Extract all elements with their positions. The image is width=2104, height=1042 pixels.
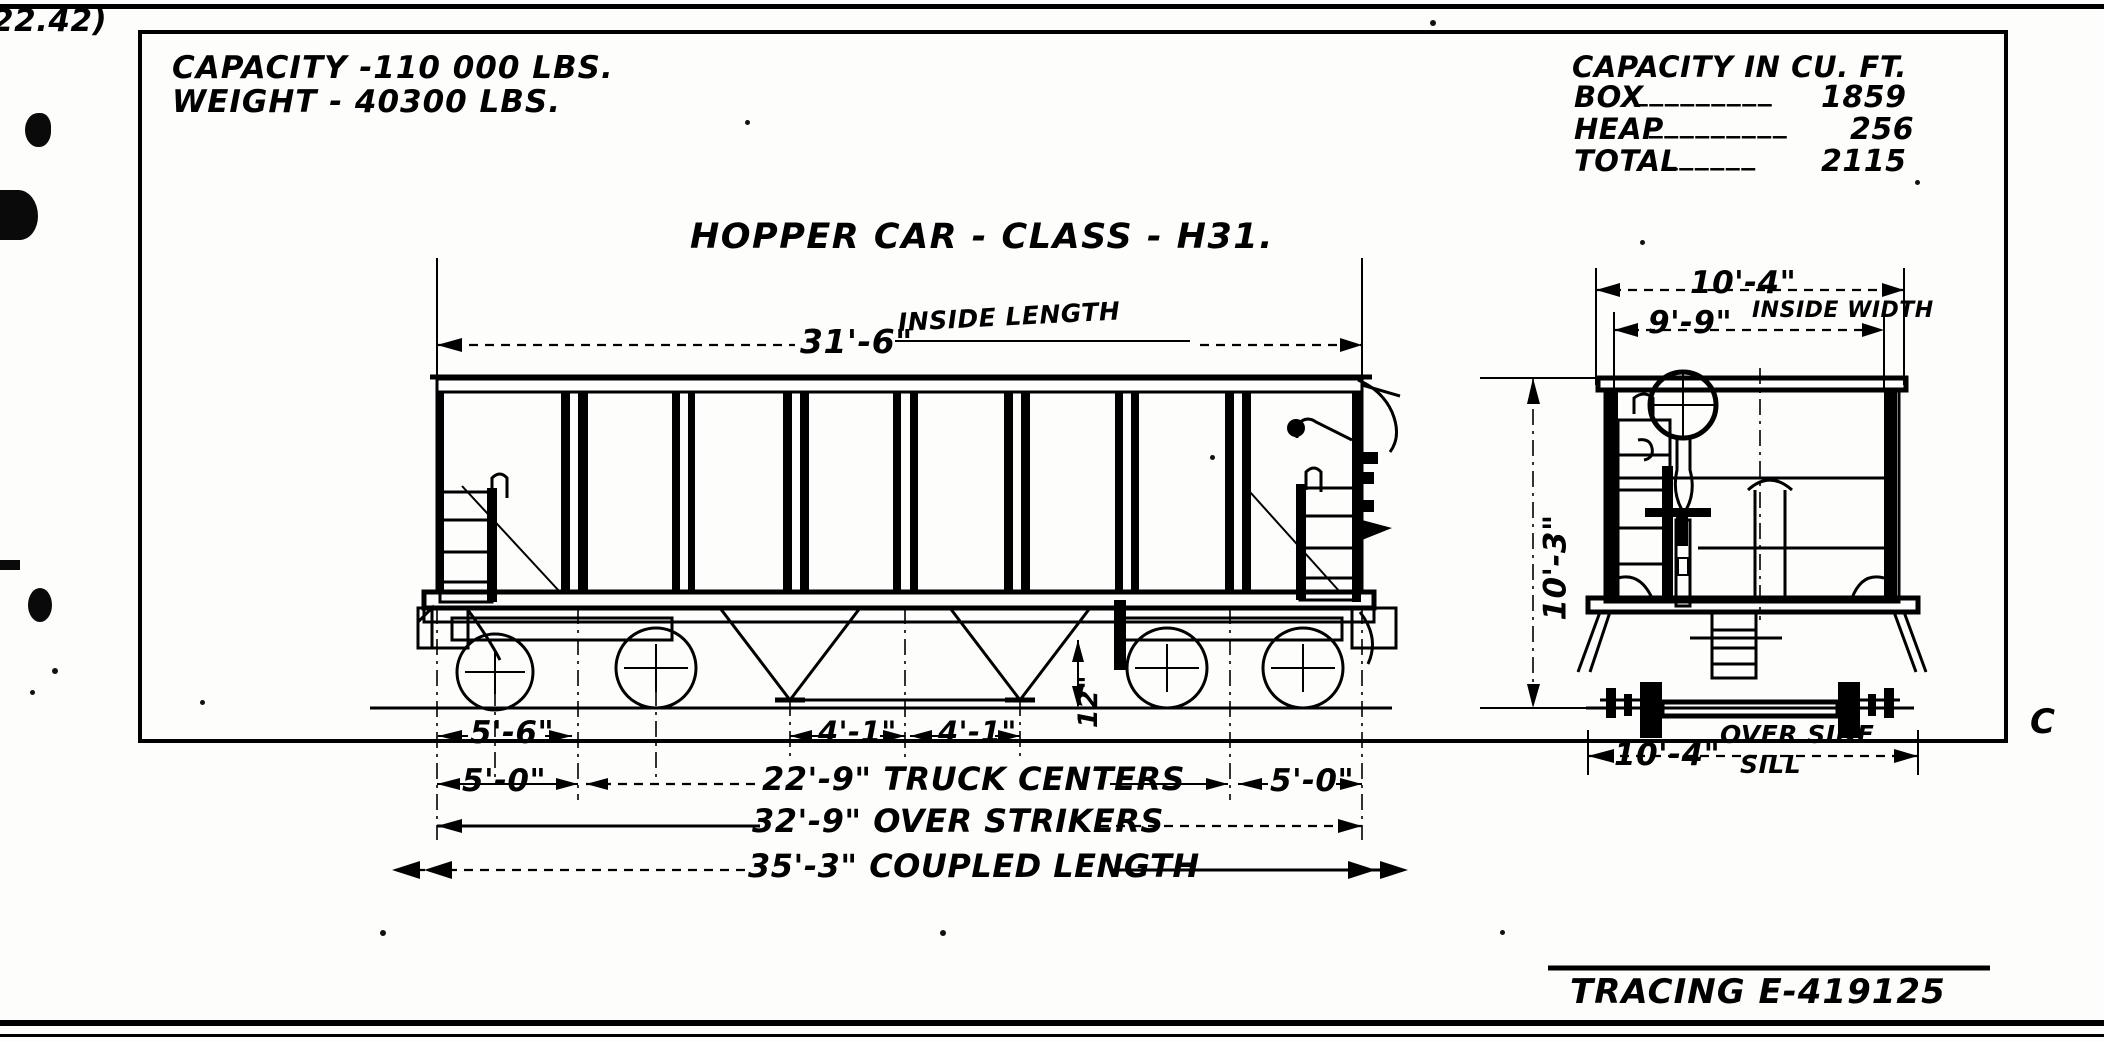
capacity-row-box-label: BOX — [1574, 80, 1644, 114]
scan-artifact-4 — [0, 560, 20, 570]
scan-speck-1 — [52, 668, 58, 674]
dim-coupled-length — [392, 861, 1408, 879]
scan-artifact-3 — [28, 588, 52, 622]
page-bottom-rule-2 — [0, 1034, 2104, 1037]
dim-over-side-sill-note-1: OVER SIDE — [1720, 720, 1875, 749]
scan-speck-4 — [745, 120, 750, 125]
scan-speck-11 — [1210, 455, 1215, 460]
capacity-row-total-leader: ______ — [1664, 140, 1757, 171]
drawing-title: HOPPER CAR - CLASS - H31. — [690, 217, 1274, 257]
dim-end-over-width-value: 10'-4" — [1690, 265, 1797, 301]
dim-end-inside-width-value: 9'-9" — [1648, 305, 1733, 341]
scan-artifact-2 — [0, 190, 38, 240]
scan-speck-9 — [200, 700, 205, 705]
dim-overhang-right-value: 5'-0" — [1270, 763, 1355, 799]
dim-axle-spacing-value: 5'-6" — [470, 715, 555, 751]
scan-speck-8 — [1500, 930, 1505, 935]
left-end-ladder — [438, 472, 509, 604]
scan-speck-3 — [1430, 20, 1436, 26]
dim-over-side-sill-note-2: SILL — [1740, 750, 1802, 779]
dim-over-strikers-label: 32'-9" OVER STRIKERS — [752, 802, 1164, 840]
dim-axle-spacing — [438, 730, 572, 742]
dim-hopper-slopes — [790, 730, 1020, 742]
dim-hopper-slope-right-value: 4'-1" — [938, 715, 1017, 749]
dim-over-side-sill-value: 10'-4" — [1614, 737, 1721, 773]
page-top-rule — [0, 4, 2104, 9]
dim-truck-centers-label: 22'-9" TRUCK CENTERS — [762, 760, 1186, 798]
end-ladder — [1616, 392, 1673, 600]
side-stakes — [437, 392, 1361, 592]
dimension-extension-lines — [436, 608, 1363, 840]
capacity-row-box-leader: _________ — [1634, 76, 1774, 107]
scan-speck-10 — [1640, 240, 1645, 245]
right-end-ladder — [1296, 430, 1361, 602]
end-elevation-view — [1480, 268, 1928, 775]
dim-hopper-clearance — [1072, 640, 1084, 708]
page-bottom-rule — [0, 1020, 2104, 1026]
dim-truck-centers-chain — [437, 778, 1362, 790]
scan-speck-5 — [1915, 180, 1920, 185]
scan-speck-2 — [30, 690, 35, 695]
dim-coupled-length-label: 35'-3" COUPLED LENGTH — [748, 847, 1200, 885]
capacity-table-heading: CAPACITY IN CU. FT. — [1572, 50, 1908, 84]
dim-hopper-slope-left-value: 4'-1" — [818, 715, 897, 749]
scan-speck-6 — [380, 930, 386, 936]
capacity-row-total-value: 2115 — [1821, 144, 1907, 179]
capacity-row-total-label: TOTAL — [1574, 144, 1680, 178]
capacity-row-heap-leader: _________ — [1649, 108, 1789, 139]
margin-note: 22.42) — [0, 3, 108, 39]
dim-over-strikers — [437, 819, 1362, 833]
sheet-letter: C — [2030, 702, 2056, 742]
scan-speck-7 — [940, 930, 946, 936]
brake-gear — [1287, 378, 1401, 540]
capacity-row-heap-label: HEAP — [1574, 112, 1664, 146]
dim-inside-length-value: 31'-6" — [800, 322, 913, 361]
capacity-row-heap-value: 256 — [1850, 112, 1915, 147]
dim-end-inside-width-note-1: INSIDE WIDTH — [1752, 298, 1934, 323]
capacity-row-box-value: 1859 — [1821, 80, 1907, 115]
scan-artifact-1 — [25, 113, 51, 147]
side-elevation-view — [370, 258, 1408, 879]
dim-overhang-left-value: 5'-0" — [462, 763, 547, 799]
drawing-border — [138, 30, 2008, 743]
end-truck-assembly — [1586, 682, 1914, 738]
right-end-coupler — [1350, 606, 1398, 665]
truck-assembly-right — [1120, 616, 1345, 710]
truck-assembly-left — [450, 616, 698, 712]
tracing-number: TRACING E-419125 — [1570, 972, 1946, 1012]
left-end-coupler — [416, 604, 502, 661]
weight-lbs-label: WEIGHT - 40300 LBS. — [172, 84, 562, 120]
dim-hopper-clearance-value: 12" — [1073, 674, 1105, 729]
dim-end-height-value: 10'-3" — [1537, 514, 1574, 621]
capacity-lbs-label: CAPACITY -110 000 LBS. — [172, 50, 614, 86]
